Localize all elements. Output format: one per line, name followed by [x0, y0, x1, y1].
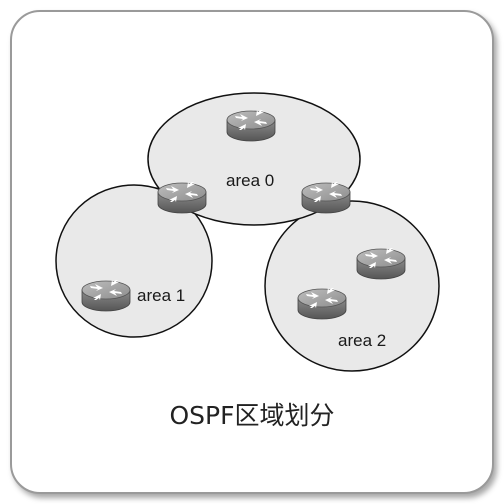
diagram-caption: OSPF区域划分 — [169, 401, 335, 430]
router-icon-area-0 — [226, 109, 276, 142]
router-icon-area-1 — [81, 279, 131, 312]
router-icon-abr-0-2 — [301, 181, 351, 214]
area-2-ellipse — [264, 200, 440, 372]
router-icon-abr-0-1 — [157, 181, 207, 214]
router-icon-area-2-b — [297, 287, 347, 320]
router-icon-area-2-a — [356, 247, 406, 280]
area-1-label: area 1 — [137, 286, 185, 305]
area-2-label: area 2 — [338, 331, 386, 350]
area-0-label: area 0 — [226, 171, 274, 190]
